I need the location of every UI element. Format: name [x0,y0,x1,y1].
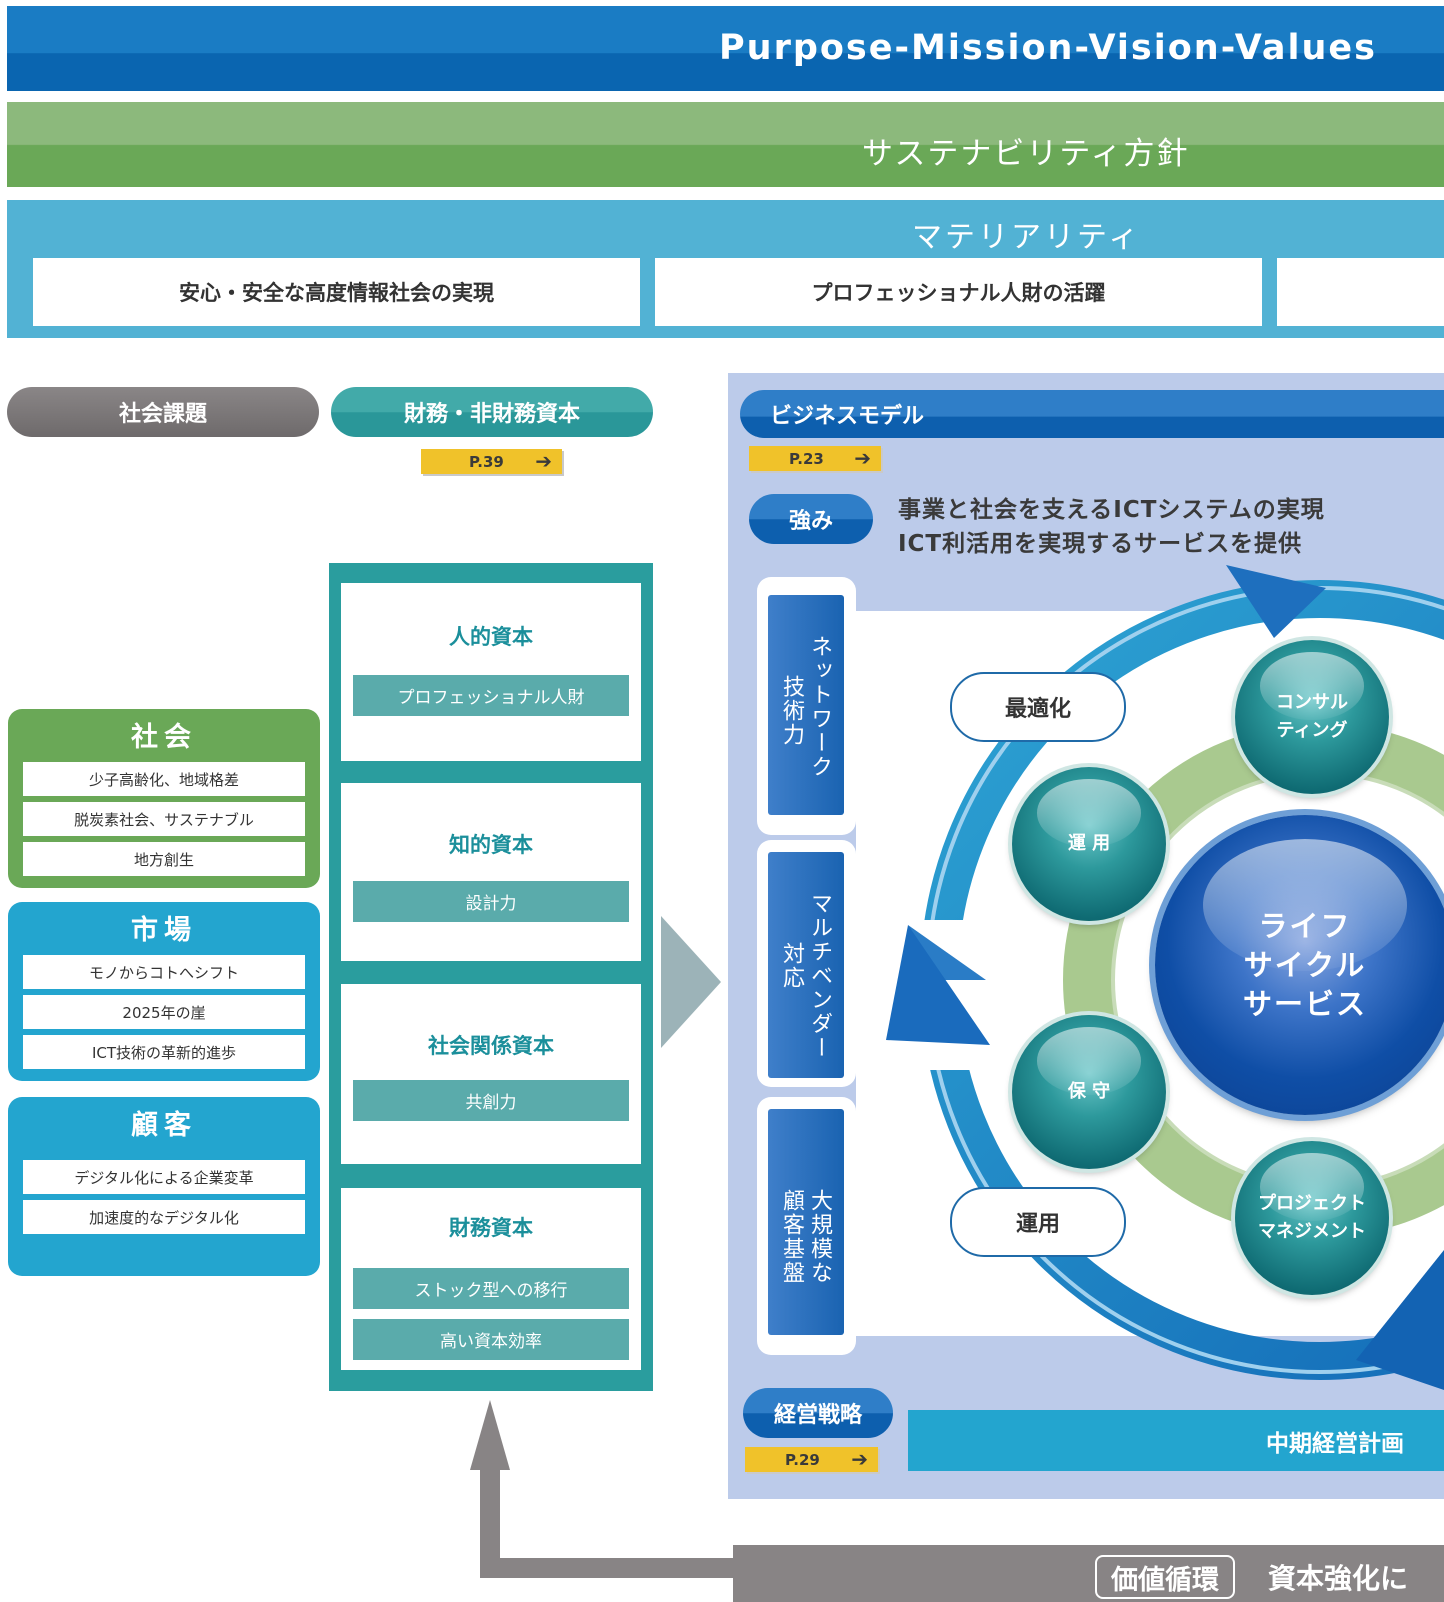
capital-social: 社会関係資本 共創力 [341,984,641,1164]
social-issues-pill: 社会課題 [7,387,319,437]
arrow-right-icon: ➔ [851,1447,868,1471]
strength-pill: 強み [749,494,873,544]
capital-intellectual: 知的資本 設計力 [341,783,641,961]
strength-column: ネットワーク 技術力 [768,595,844,815]
list-item: 2025年の崖 [23,995,305,1029]
category-title: 顧客 [131,1110,197,1141]
lifecycle-line: サービス [1242,986,1367,1021]
maintenance-sphere: 保 守 [1012,1015,1166,1169]
capital-frame: 人的資本 プロフェッショナル人財 知的資本 設計力 社会関係資本 共創力 財務資… [329,563,653,1391]
list-item: モノからコトへシフト [23,955,305,989]
capital-bar: ストック型への移行 [353,1268,629,1309]
pmvv-banner: Purpose-Mission-Vision-Values [7,6,1444,91]
capital-bar: 高い資本効率 [353,1319,629,1360]
strength-text: ネットワーク [807,635,832,779]
arrow-right-icon: ➔ [854,446,871,470]
mid-term-plan: 中期経営計画 [908,1410,1444,1471]
materiality-item [1277,258,1444,326]
strength-column: マルチベンダー 対応 [768,852,844,1078]
list-item: ICT技術の革新的進歩 [23,1035,305,1069]
capital-page-tag[interactable]: P.39 ➔ [421,449,562,474]
capital-human: 人的資本 プロフェッショナル人財 [341,583,641,761]
list-item: 脱炭素社会、サステナブル [23,802,305,836]
capital-bar: 共創力 [353,1080,629,1121]
capital-financial: 財務資本 ストック型への移行 高い資本効率 [341,1188,641,1370]
category-title: 社会 [131,722,197,753]
capital-title: 社会関係資本 [428,1034,554,1058]
strategy-page-tag[interactable]: P.29 ➔ [745,1447,878,1472]
return-arrow-icon [470,1400,750,1578]
list-item: 加速度的なデジタル化 [23,1200,305,1234]
capital-bar: 設計力 [353,881,629,922]
materiality-title: マテリアリティ [912,220,1142,255]
lifecycle-line: ライフ [1258,908,1352,943]
strength-column: 大規模な 顧客基盤 [768,1109,844,1335]
category-society: 社会 少子高齢化、地域格差 脱炭素社会、サステナブル 地方創生 [8,709,320,888]
page-ref: P.23 [789,450,824,468]
list-item: 地方創生 [23,842,305,876]
category-title: 市場 [131,915,197,946]
lifecycle-sphere: ライフ サイクル サービス [1155,815,1444,1115]
lifecycle-text: ライフ サイクル サービス [1243,907,1367,1024]
strength-multivendor: マルチベンダー 対応 [757,840,856,1087]
pmvv-title: Purpose-Mission-Vision-Values [719,28,1377,68]
consulting-sphere: コンサル ティング [1235,640,1389,794]
category-market: 市場 モノからコトへシフト 2025年の崖 ICT技術の革新的進歩 [8,902,320,1081]
gloss [1036,779,1142,848]
strength-network: ネットワーク 技術力 [757,577,856,835]
strength-line: ICT利活用を実現するサービスを提供 [898,531,1303,557]
lifecycle-line: サイクル [1243,947,1367,982]
strength-customer-base: 大規模な 顧客基盤 [757,1097,856,1355]
capital-title: 人的資本 [449,625,533,649]
optimize-label: 最適化 [950,672,1126,742]
strength-text: マルチベンダー [807,892,832,1060]
capital-strengthen-text: 資本強化に [1268,1562,1409,1595]
arrow-right-icon: ➔ [535,449,552,473]
gloss [1259,1153,1365,1222]
materiality-item: プロフェッショナル人財の活躍 [655,258,1262,326]
gloss [1203,839,1407,971]
capital-bar: プロフェッショナル人財 [353,675,629,716]
business-page-tag[interactable]: P.23 ➔ [749,446,881,471]
value-cycle-box: 価値循環 [1095,1555,1235,1599]
operation-sphere: 運 用 [1012,767,1166,921]
project-management-sphere: プロジェクト マネジメント [1235,1141,1389,1295]
sphere-label: プロジェクト マネジメント [1258,1193,1366,1242]
strength-text: 顧客基盤 [779,1189,804,1285]
sustainability-title: サステナビリティ方針 [862,136,1190,172]
strategy-pill: 経営戦略 [743,1388,893,1438]
capital-title: 知的資本 [449,833,533,857]
sustainability-banner: サステナビリティ方針 [7,102,1444,187]
flow-arrow-icon [661,916,721,1048]
strength-text: 大規模な [807,1189,832,1285]
capital-title: 財務資本 [449,1216,533,1240]
gloss [1259,652,1365,721]
value-cycle-bar: 価値循環 資本強化に [733,1545,1444,1602]
list-item: 少子高齢化、地域格差 [23,762,305,796]
list-item: デジタル化による企業変革 [23,1160,305,1194]
strength-text: 技術力 [779,675,804,747]
capital-pill: 財務・非財務資本 [331,387,653,437]
gloss [1036,1027,1142,1096]
strength-text: 対応 [779,942,804,990]
operation-label: 運用 [950,1187,1126,1257]
business-model-pill: ビジネスモデル [740,390,1444,438]
sphere-label: コンサル ティング [1276,692,1348,741]
page-ref: P.39 [469,453,504,471]
category-customer: 顧客 デジタル化による企業変革 加速度的なデジタル化 [8,1097,320,1276]
sphere-label: 運 用 [1067,833,1111,854]
materiality-item: 安心・安全な高度情報社会の実現 [33,258,640,326]
sphere-label: 保 守 [1067,1081,1111,1102]
page-ref: P.29 [785,1451,820,1469]
strength-line: 事業と社会を支えるICTシステムの実現 [898,497,1325,523]
